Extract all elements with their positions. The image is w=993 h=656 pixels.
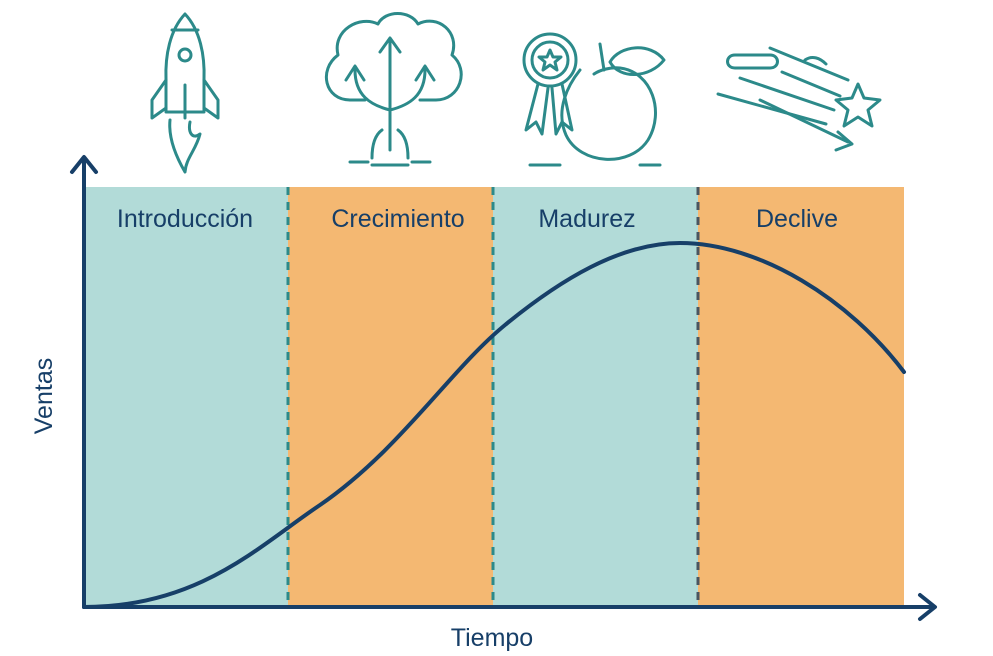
x-axis-label: Tiempo [451,624,533,652]
shooting-star-icon [716,46,882,152]
rocket-icon [150,12,220,174]
stage-label-declive: Declive [756,205,838,233]
stage-label-introduccion: Introducción [117,205,253,233]
sales-curve [82,240,906,609]
stage-band-crecimiento [288,187,493,607]
apple-award-icon [522,32,666,167]
stage-label-crecimiento: Crecimiento [331,205,464,233]
stage-band-madurez [493,187,698,607]
stage-label-madurez: Madurez [538,205,635,233]
stage-band-declive [698,187,904,607]
tree-arrows-icon [325,12,463,167]
stage-band-introduccion [84,187,288,607]
y-axis-arrowhead [70,155,98,174]
x-axis-arrowhead [918,593,937,621]
y-axis-label: Ventas [30,358,58,434]
